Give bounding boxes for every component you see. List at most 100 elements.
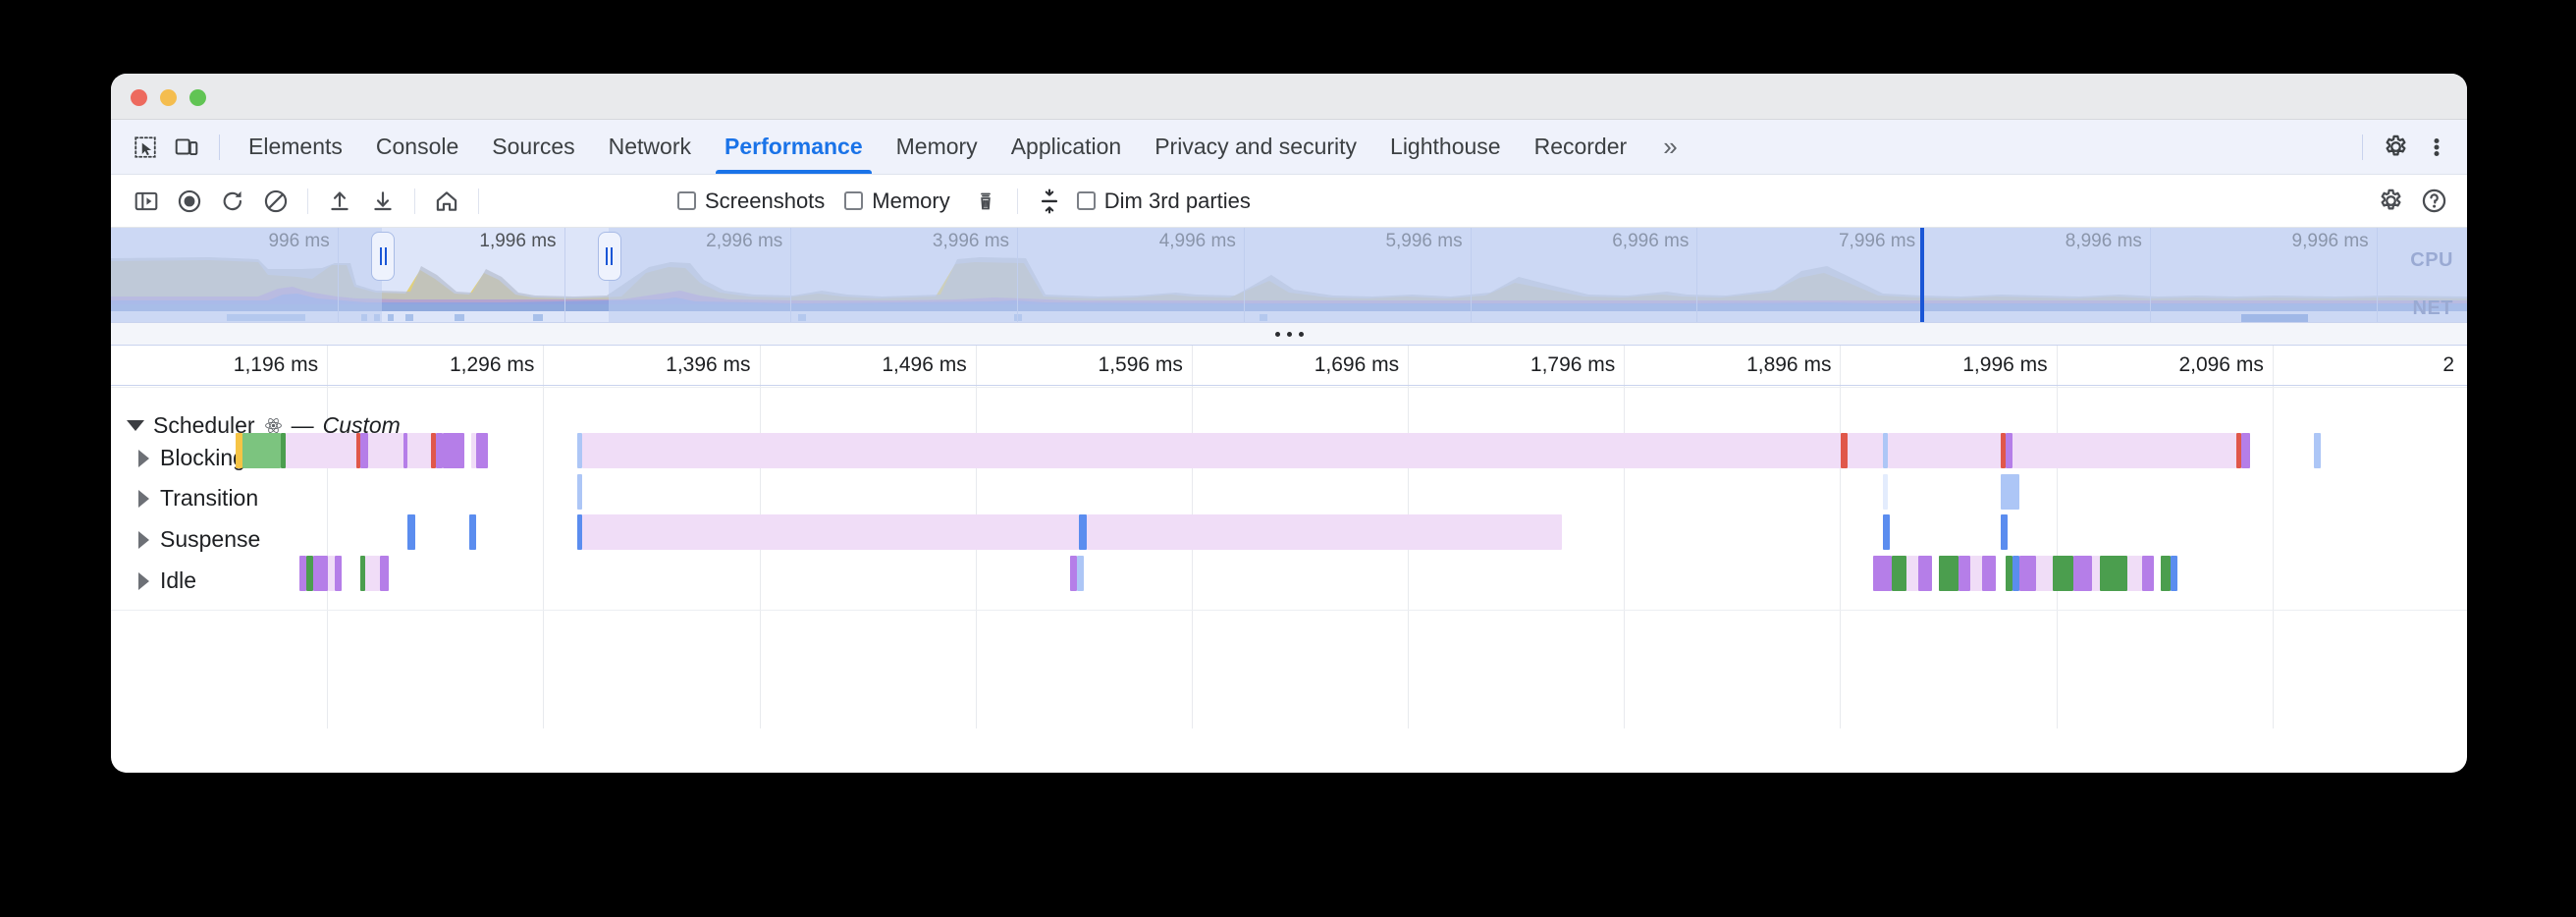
more-options-icon[interactable] (2416, 127, 2457, 168)
flame-bar[interactable] (436, 433, 444, 468)
flame-bar[interactable] (2012, 556, 2019, 591)
zoom-window-button[interactable] (189, 89, 206, 106)
flame-bar[interactable] (1981, 556, 1996, 591)
flame-bar[interactable] (2019, 556, 2036, 591)
flame-bar[interactable] (402, 433, 408, 468)
flame-bar[interactable] (1882, 514, 1890, 550)
flame-bar[interactable] (2092, 556, 2100, 591)
chevron-down-icon[interactable] (127, 420, 144, 431)
collapse-tracks-icon[interactable] (1028, 180, 1071, 223)
flame-bar[interactable] (1917, 556, 1933, 591)
flame-bar[interactable] (360, 556, 366, 591)
collect-garbage-icon[interactable] (964, 180, 1007, 223)
overview-playhead-cursor[interactable] (1920, 228, 1925, 322)
tab-sources[interactable]: Sources (492, 134, 575, 159)
close-window-button[interactable] (131, 89, 147, 106)
flame-bar[interactable] (327, 556, 335, 591)
track-row-idle[interactable]: Idle (138, 567, 196, 594)
flame-bar[interactable] (2073, 556, 2093, 591)
flame-bar[interactable] (360, 433, 368, 468)
flame-bar[interactable] (285, 433, 356, 468)
tab-recorder[interactable]: Recorder (1533, 134, 1628, 159)
flame-bar[interactable] (299, 556, 307, 591)
device-toolbar-icon[interactable] (166, 127, 207, 168)
screenshots-checkbox-box[interactable] (677, 191, 696, 210)
tab-memory[interactable]: Memory (895, 134, 978, 159)
flame-bar[interactable] (1873, 556, 1893, 591)
reload-and-record-icon[interactable] (211, 180, 254, 223)
flame-bar[interactable] (1969, 556, 1982, 591)
inspect-element-icon[interactable] (125, 127, 166, 168)
memory-checkbox[interactable]: Memory (838, 189, 955, 214)
flame-bar[interactable] (1892, 556, 1906, 591)
flame-bar[interactable] (1958, 556, 1970, 591)
tab-console[interactable]: Console (375, 134, 459, 159)
flame-bar[interactable] (582, 514, 1080, 550)
flame-bar[interactable] (476, 433, 488, 468)
minimize-window-button[interactable] (160, 89, 177, 106)
flame-bar[interactable] (2052, 556, 2074, 591)
flame-bar[interactable] (306, 556, 314, 591)
screenshots-checkbox[interactable]: Screenshots (671, 189, 831, 214)
flame-bar[interactable] (407, 433, 432, 468)
flame-bar[interactable] (1079, 514, 1087, 550)
flame-bar[interactable] (365, 556, 380, 591)
flame-bar[interactable] (1847, 433, 1883, 468)
overview-detail-resizer[interactable] (111, 322, 2467, 346)
flame-bar[interactable] (313, 556, 328, 591)
clear-icon[interactable] (254, 180, 297, 223)
chevron-right-icon[interactable] (138, 530, 149, 549)
flame-bar[interactable] (335, 556, 343, 591)
flame-bar[interactable] (2141, 556, 2154, 591)
flame-bar[interactable] (1882, 474, 1888, 510)
tab-performance[interactable]: Performance (708, 120, 880, 174)
flame-bar[interactable] (431, 433, 437, 468)
chevron-right-icon[interactable] (138, 571, 149, 590)
tab-network[interactable]: Network (608, 134, 691, 159)
flame-bar[interactable] (443, 433, 464, 468)
settings-gear-icon[interactable] (2375, 127, 2416, 168)
flame-bar[interactable] (2000, 474, 2019, 510)
home-icon[interactable] (425, 180, 468, 223)
tab-privacy-and-security[interactable]: Privacy and security (1154, 134, 1358, 159)
flame-bar[interactable] (2005, 433, 2012, 468)
flame-bar[interactable] (1882, 433, 1888, 468)
chevron-right-icon[interactable] (138, 449, 149, 467)
more-tabs-chevron-icon[interactable]: » (1663, 132, 1678, 161)
dim-3rd-parties-checkbox-box[interactable] (1076, 191, 1096, 210)
help-icon[interactable] (2412, 180, 2455, 223)
flame-bar[interactable] (577, 474, 582, 510)
flame-bar[interactable] (2012, 433, 2236, 468)
flame-bar[interactable] (1069, 556, 1077, 591)
flame-bar[interactable] (355, 433, 361, 468)
flame-bar[interactable] (2240, 433, 2251, 468)
flame-bar[interactable] (471, 433, 476, 468)
flame-bar[interactable] (1086, 514, 1563, 550)
flame-bar[interactable] (280, 433, 286, 468)
tab-lighthouse[interactable]: Lighthouse (1390, 134, 1501, 159)
flame-bar[interactable] (577, 433, 582, 468)
flame-bar[interactable] (2170, 556, 2177, 591)
memory-checkbox-box[interactable] (844, 191, 864, 210)
capture-settings-icon[interactable] (2369, 180, 2412, 223)
flame-bar[interactable] (242, 433, 281, 468)
tab-application[interactable]: Application (1010, 134, 1122, 159)
flame-bar[interactable] (2127, 556, 2142, 591)
flame-bar[interactable] (577, 514, 582, 550)
flame-bar[interactable] (1077, 556, 1085, 591)
track-row-suspense[interactable]: Suspense (138, 526, 260, 553)
dim-3rd-parties-checkbox[interactable]: Dim 3rd parties (1071, 189, 1257, 214)
flame-bar[interactable] (379, 556, 390, 591)
flame-bar[interactable] (2000, 433, 2006, 468)
timeline-overview[interactable]: CPU NET 996 ms1,996 ms2,996 ms3,996 ms4,… (111, 228, 2467, 322)
flame-bar[interactable] (236, 433, 243, 468)
tab-elements[interactable]: Elements (248, 134, 343, 159)
toggle-sidebar-icon[interactable] (125, 180, 168, 223)
track-row-transition[interactable]: Transition (138, 485, 258, 512)
upload-profile-icon[interactable] (318, 180, 361, 223)
flame-chart[interactable]: Scheduler — Custom Blocking (111, 386, 2467, 728)
flame-bar[interactable] (468, 514, 476, 550)
flame-bar[interactable] (2005, 556, 2012, 591)
flame-bar[interactable] (2099, 556, 2128, 591)
